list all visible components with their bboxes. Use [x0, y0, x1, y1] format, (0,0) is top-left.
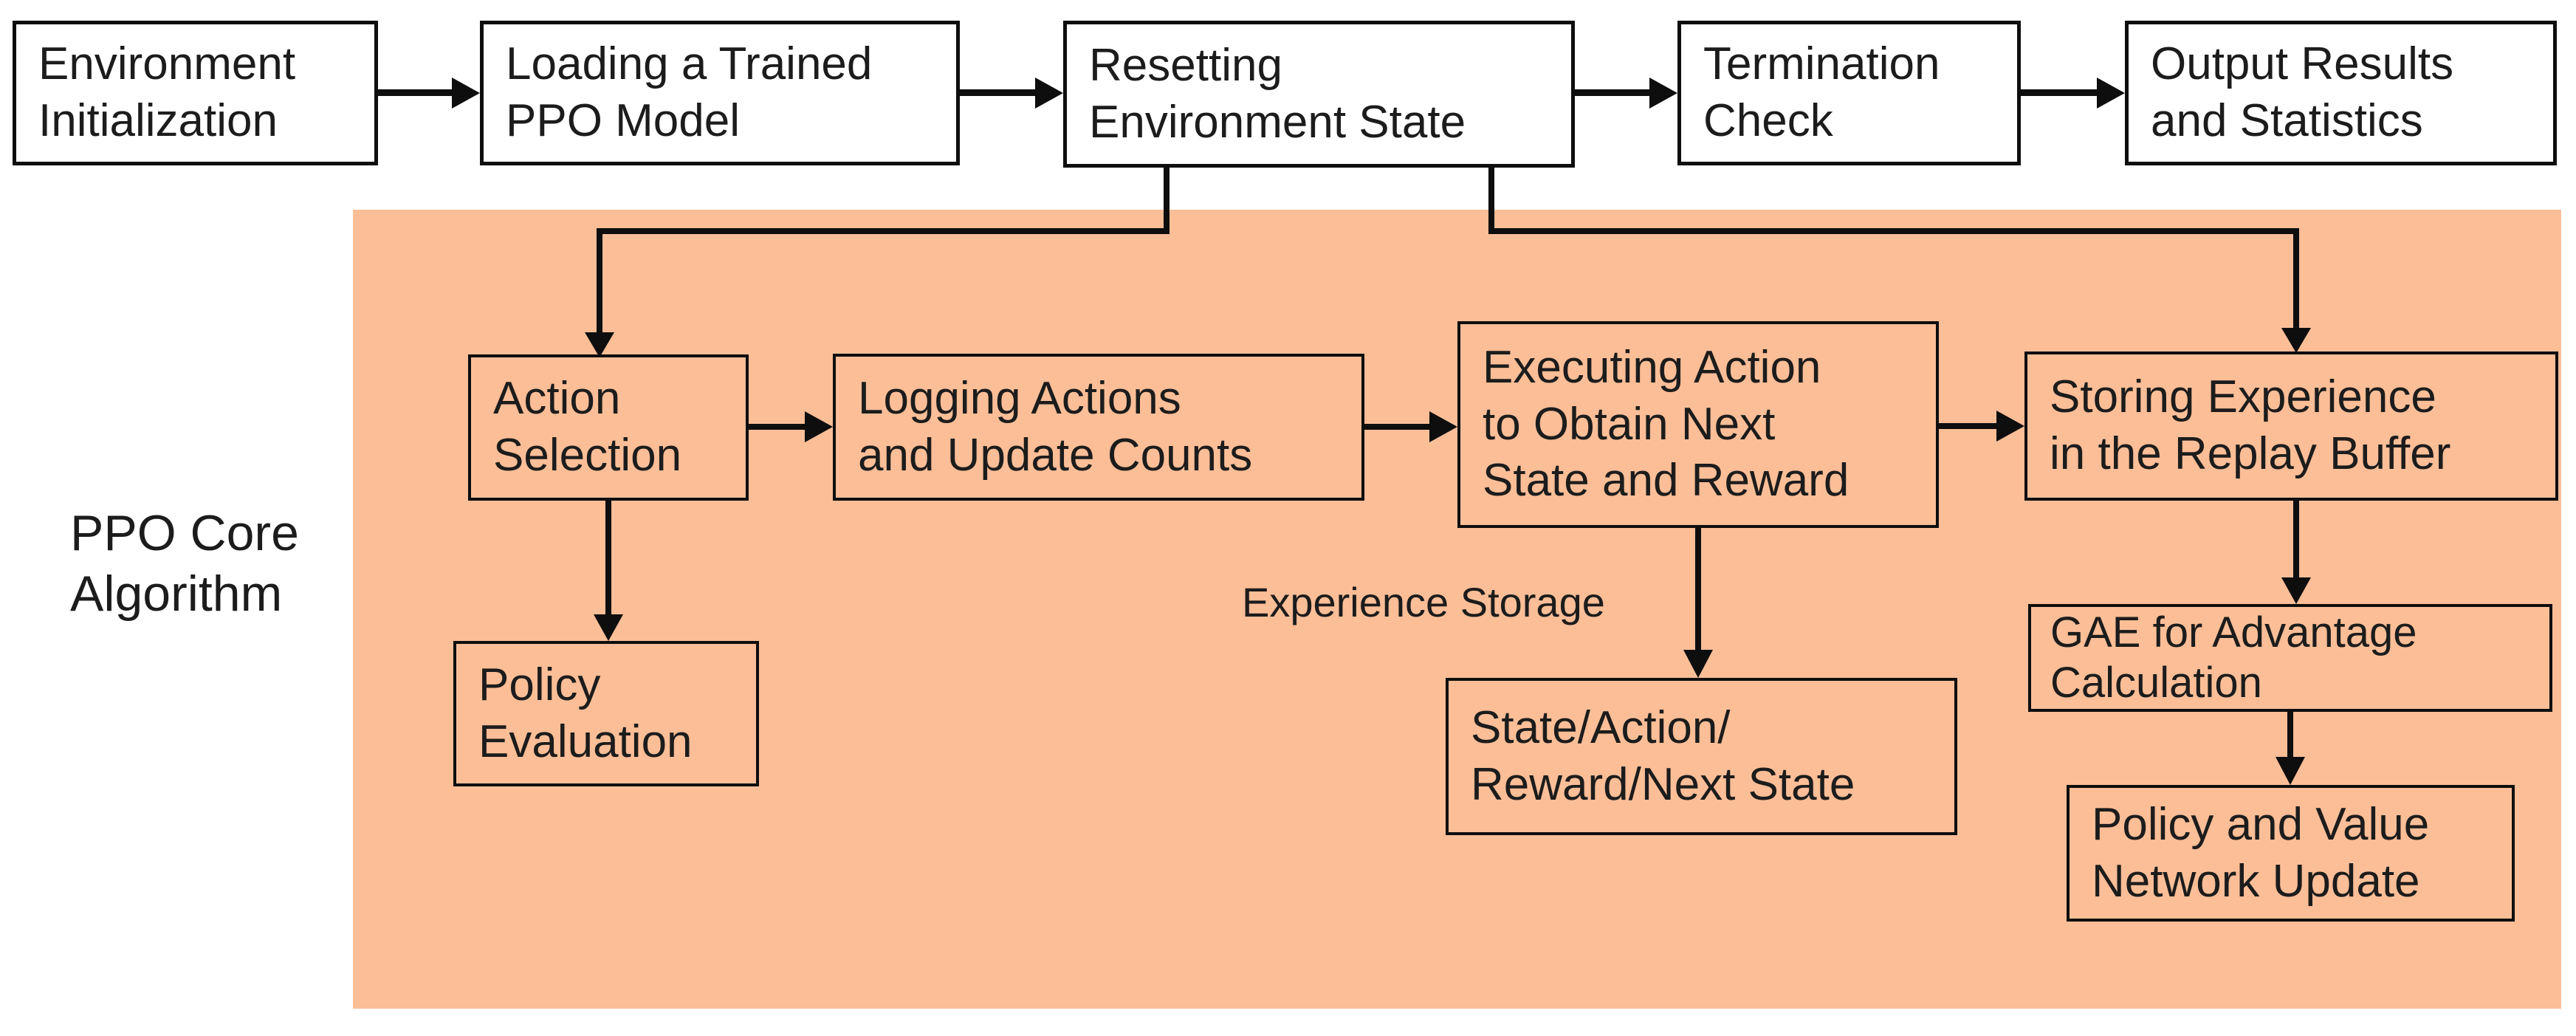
arrow-gae-to-pvnu-line — [2287, 712, 2293, 758]
flow-box-logging-actions: Logging Actions and Update Counts — [833, 354, 1364, 501]
flow-box-gae-advantage: GAE for Advantage Calculation — [2028, 604, 2552, 712]
connector-reset-to-storing-drop — [1488, 166, 1494, 234]
flow-box-resetting-environment-state: Resetting Environment State — [1063, 21, 1575, 168]
flow-box-environment-initialization: Environment Initialization — [13, 21, 378, 165]
arrow-termination-to-output-line — [2021, 89, 2098, 96]
flow-box-policy-evaluation: Policy Evaluation — [453, 641, 759, 786]
arrow-executing-to-sarns-line — [1695, 528, 1701, 651]
arrow-termination-to-output-head — [2097, 78, 2125, 109]
arrow-action-to-policyeval-head — [594, 614, 623, 641]
arrow-gae-to-pvnu-head — [2276, 757, 2305, 785]
arrow-logging-to-executing-line — [1364, 424, 1434, 430]
arrow-storing-to-gae-head — [2281, 577, 2311, 604]
connector-reset-to-action-drop — [1164, 166, 1169, 234]
flow-box-executing-action: Executing Action to Obtain Next State an… — [1457, 321, 1939, 528]
arrow-load-to-reset-head — [1035, 78, 1063, 109]
ppo-core-label: PPO Core Algorithm — [70, 505, 299, 622]
arrow-storing-to-gae-line — [2293, 501, 2299, 579]
arrow-action-to-policyeval-line — [605, 501, 611, 614]
arrow-envinit-to-load-line — [378, 89, 455, 96]
flow-box-loading-trained-ppo-model: Loading a Trained PPO Model — [480, 21, 960, 165]
arrow-reset-to-termination-head — [1649, 78, 1677, 109]
arrow-into-action-selection-head — [585, 332, 614, 357]
arrow-action-to-logging-line — [749, 424, 809, 430]
flow-box-termination-check: Termination Check — [1677, 21, 2021, 165]
arrow-action-to-logging-head — [805, 411, 833, 442]
experience-storage-label: Experience Storage — [1242, 579, 1605, 625]
flow-box-state-action-reward-nextstate: State/Action/ Reward/Next State — [1446, 678, 1957, 835]
flow-box-storing-experience: Storing Experience in the Replay Buffer — [2024, 351, 2558, 501]
flow-box-policy-value-network-update: Policy and Value Network Update — [2067, 785, 2515, 922]
arrow-into-storing-head — [2281, 328, 2311, 353]
connector-reset-to-storing-run — [1488, 228, 2299, 234]
connector-reset-to-action-down — [597, 234, 602, 334]
arrow-logging-to-executing-head — [1429, 411, 1457, 442]
arrow-executing-to-storing-head — [1996, 411, 2024, 442]
arrow-load-to-reset-line — [960, 89, 1038, 96]
ppo-core-panel — [353, 210, 2561, 1009]
arrow-envinit-to-load-head — [452, 78, 480, 109]
flow-box-action-selection: Action Selection — [468, 354, 749, 501]
flow-box-output-results-statistics: Output Results and Statistics — [2125, 21, 2557, 165]
arrow-executing-to-storing-line — [1939, 423, 2001, 429]
connector-reset-to-storing-down — [2293, 234, 2299, 329]
connector-reset-to-action-run — [597, 228, 1169, 234]
arrow-reset-to-termination-line — [1575, 89, 1651, 96]
arrow-executing-to-sarns-head — [1683, 650, 1713, 678]
